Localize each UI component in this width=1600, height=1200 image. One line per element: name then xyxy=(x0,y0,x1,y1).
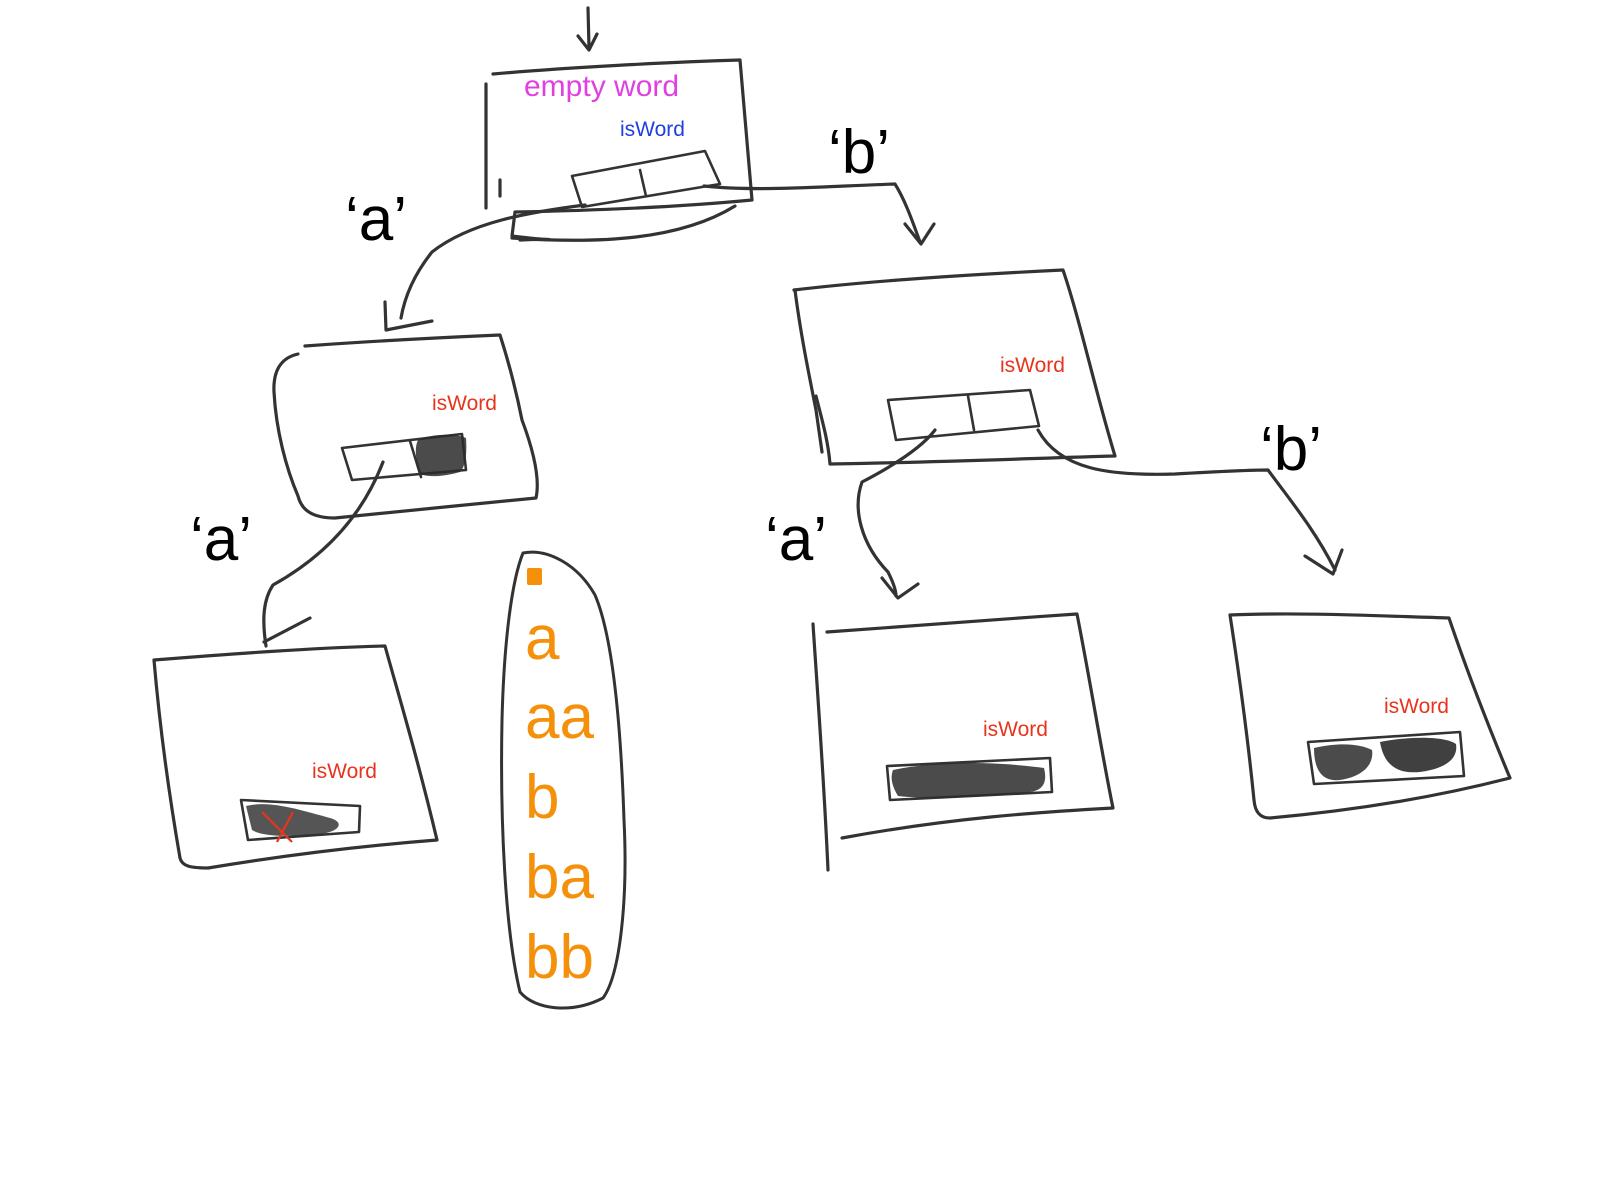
word-item: ba xyxy=(525,843,594,912)
node-bb: isWord xyxy=(1228,612,1512,820)
node-aa-isword-label: isWord xyxy=(312,760,377,783)
edge-label-b-a: ‘a’ xyxy=(765,505,827,574)
edge-label-a-a: ‘a’ xyxy=(190,505,252,574)
node-ba-isword-label: isWord xyxy=(983,718,1048,741)
edge-a-aa: ‘a’ xyxy=(190,460,385,648)
edge-root-a: ‘a’ xyxy=(345,185,587,332)
root-isword-label: isWord xyxy=(620,118,685,141)
edge-root-b: ‘b’ xyxy=(702,118,936,246)
node-bb-isword-label: isWord xyxy=(1384,695,1449,718)
word-item: b xyxy=(525,763,559,832)
node-b: isWord xyxy=(792,268,1117,466)
word-list: a aa b ba bb xyxy=(500,550,627,1010)
edge-b-bb: ‘b’ xyxy=(1036,415,1344,576)
node-a: isWord xyxy=(272,333,539,520)
root-label: empty word xyxy=(524,70,679,103)
node-ba: isWord xyxy=(811,612,1115,872)
empty-word-marker xyxy=(527,568,542,585)
edge-b-ba: ‘a’ xyxy=(765,428,937,600)
entry-arrow xyxy=(576,6,599,52)
word-item: bb xyxy=(525,923,594,992)
word-item: a xyxy=(525,604,560,673)
edge-label-b-b: ‘b’ xyxy=(1260,415,1322,484)
root-node: empty word isWord xyxy=(484,58,754,242)
word-item: aa xyxy=(525,683,594,752)
edge-label-root-b: ‘b’ xyxy=(828,118,890,187)
node-aa: isWord xyxy=(152,644,439,870)
edge-label-root-a: ‘a’ xyxy=(345,185,407,254)
node-a-isword-label: isWord xyxy=(432,392,497,415)
node-b-isword-label: isWord xyxy=(1000,354,1065,377)
